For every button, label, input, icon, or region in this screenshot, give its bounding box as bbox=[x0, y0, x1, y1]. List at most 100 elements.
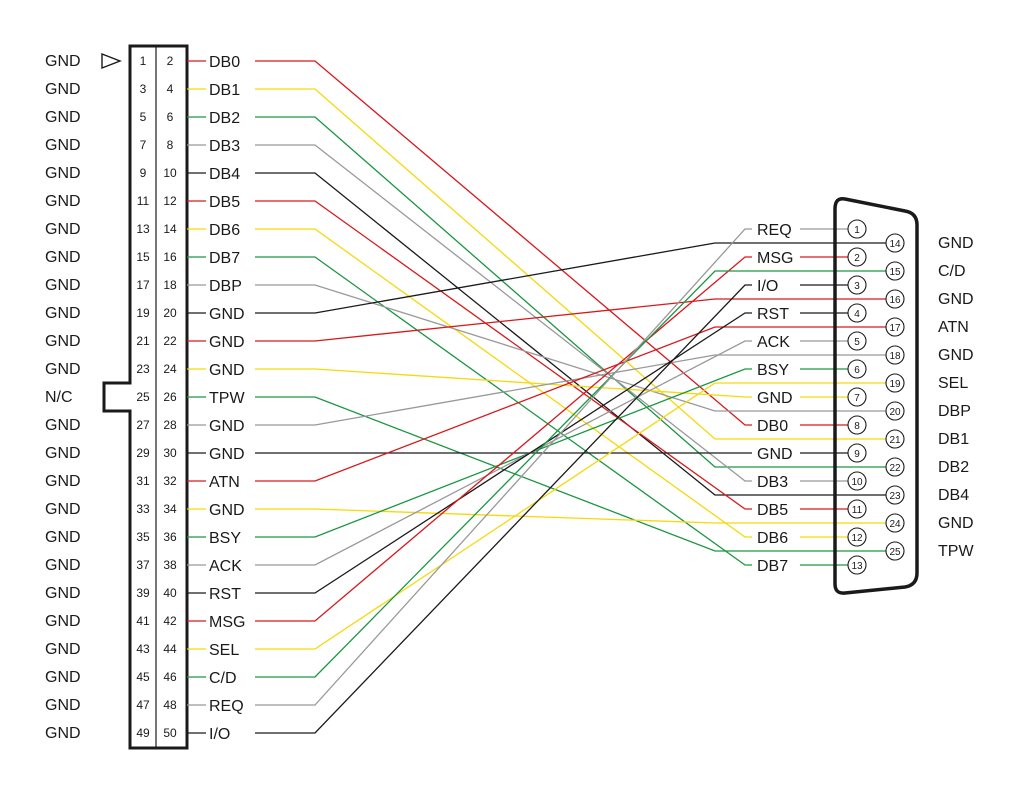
wire bbox=[255, 298, 886, 342]
db25-signal-label: ACK bbox=[757, 334, 790, 351]
db25-right-label: TPW bbox=[938, 543, 974, 560]
header-even-pin: 26 bbox=[163, 390, 177, 404]
header-left-label: GND bbox=[45, 669, 81, 686]
header-signal-label: SEL bbox=[209, 642, 239, 659]
header-outline bbox=[102, 44, 189, 750]
db25-pin-number: 3 bbox=[854, 281, 860, 292]
db25-pin-number: 12 bbox=[851, 533, 863, 544]
header-signal-label: ACK bbox=[209, 558, 242, 575]
header-even-pin: 36 bbox=[163, 530, 177, 544]
db25-right-label: GND bbox=[938, 515, 974, 532]
db25-pin-number: 5 bbox=[854, 337, 860, 348]
wire bbox=[255, 354, 886, 426]
db25-pin-circle bbox=[847, 247, 867, 267]
db25-pin-number: 6 bbox=[854, 365, 860, 376]
db25-signal-label: GND bbox=[757, 390, 793, 407]
wire bbox=[255, 116, 886, 468]
db25-label-bg bbox=[752, 303, 800, 323]
db25-pin-number: 10 bbox=[851, 477, 863, 488]
header-even-pin: 50 bbox=[163, 726, 177, 740]
header-odd-pin: 39 bbox=[136, 586, 150, 600]
header-even-pin: 34 bbox=[163, 502, 177, 516]
db25-pin-circle bbox=[885, 261, 905, 281]
db25-right-label: DB1 bbox=[938, 431, 969, 448]
header-odd-pin: 5 bbox=[140, 110, 147, 124]
header-left-label: GND bbox=[45, 529, 81, 546]
header-odd-pin: 47 bbox=[136, 698, 150, 712]
wire bbox=[255, 270, 886, 678]
header-odd-pin: 45 bbox=[136, 670, 150, 684]
db25-pin-number: 22 bbox=[889, 463, 901, 474]
db25-pin-circle bbox=[847, 331, 867, 351]
db25-pin-number: 17 bbox=[889, 323, 901, 334]
db25-pin-number: 7 bbox=[854, 393, 860, 404]
header-signal-label: MSG bbox=[209, 614, 245, 631]
db25-right-label: DB2 bbox=[938, 459, 969, 476]
header-even-pin: 22 bbox=[163, 334, 177, 348]
header-even-pin: 24 bbox=[163, 362, 177, 376]
db25-pin-number: 24 bbox=[889, 519, 901, 530]
header-left-label: GND bbox=[45, 501, 81, 518]
header-odd-pin: 33 bbox=[136, 502, 150, 516]
header-signal-label: BSY bbox=[209, 530, 241, 547]
header-left-label: GND bbox=[45, 53, 81, 70]
db25-pin-number: 1 bbox=[854, 225, 860, 236]
db25-label-bg bbox=[752, 443, 800, 463]
header-signal-label: DB2 bbox=[209, 110, 240, 127]
header-even-pin: 44 bbox=[163, 642, 177, 656]
header-left-label: GND bbox=[45, 109, 81, 126]
db25-pin-circle bbox=[885, 457, 905, 477]
header-even-pin: 42 bbox=[163, 614, 177, 628]
db25-label-bg bbox=[752, 331, 800, 351]
db25-label-bg bbox=[752, 527, 800, 547]
header-signal-label: DB4 bbox=[209, 166, 240, 183]
header-even-pin: 10 bbox=[163, 166, 177, 180]
wire bbox=[255, 172, 886, 496]
db25-pin-circle bbox=[885, 233, 905, 253]
db25-signal-label: REQ bbox=[757, 222, 792, 239]
header-odd-pin: 27 bbox=[136, 418, 150, 432]
header-signal-label: GND bbox=[209, 362, 245, 379]
db25-right-label: GND bbox=[938, 291, 974, 308]
db25-label-bg bbox=[752, 415, 800, 435]
header-even-pin: 32 bbox=[163, 474, 177, 488]
header-even-pin: 14 bbox=[163, 222, 177, 236]
header-even-pin: 18 bbox=[163, 278, 177, 292]
header-odd-pin: 43 bbox=[136, 642, 150, 656]
db25-signal-label: I/O bbox=[757, 278, 778, 295]
header-left-label: GND bbox=[45, 557, 81, 574]
header-odd-pin: 49 bbox=[136, 726, 150, 740]
header-even-pin: 16 bbox=[163, 250, 177, 264]
db25-right-label: C/D bbox=[938, 263, 966, 280]
header-left-label: GND bbox=[45, 417, 81, 434]
header-signal-label: DB7 bbox=[209, 250, 240, 267]
header-left-label: GND bbox=[45, 193, 81, 210]
header-signal-label: GND bbox=[209, 306, 245, 323]
header-even-pin: 4 bbox=[167, 82, 174, 96]
db25-pin-circle bbox=[885, 373, 905, 393]
header-signal-label: DB0 bbox=[209, 54, 240, 71]
header-even-pin: 30 bbox=[163, 446, 177, 460]
db25-label-bg bbox=[752, 555, 800, 575]
header-odd-pin: 15 bbox=[136, 250, 150, 264]
header-left-label: GND bbox=[45, 221, 81, 238]
db25-pin-circle bbox=[847, 219, 867, 239]
db25-pin-number: 9 bbox=[854, 449, 860, 460]
db25-pin-circle bbox=[847, 555, 867, 575]
header-signal-label: DB6 bbox=[209, 222, 240, 239]
db25-signal-label: BSY bbox=[757, 362, 789, 379]
header-signal-label: GND bbox=[209, 418, 245, 435]
header-left-label: GND bbox=[45, 137, 81, 154]
db25-pin-circle bbox=[847, 415, 867, 435]
db25-pin-number: 20 bbox=[889, 407, 901, 418]
db25-signal-label: GND bbox=[757, 446, 793, 463]
header-odd-pin: 29 bbox=[136, 446, 150, 460]
header-left-label: GND bbox=[45, 613, 81, 630]
header-left-label: GND bbox=[45, 697, 81, 714]
db25-pin-number: 11 bbox=[852, 505, 863, 516]
header-left-label: GND bbox=[45, 361, 81, 378]
db25-signal-label: MSG bbox=[757, 250, 793, 267]
db25-right-label: GND bbox=[938, 347, 974, 364]
header-signal-label: GND bbox=[209, 446, 245, 463]
